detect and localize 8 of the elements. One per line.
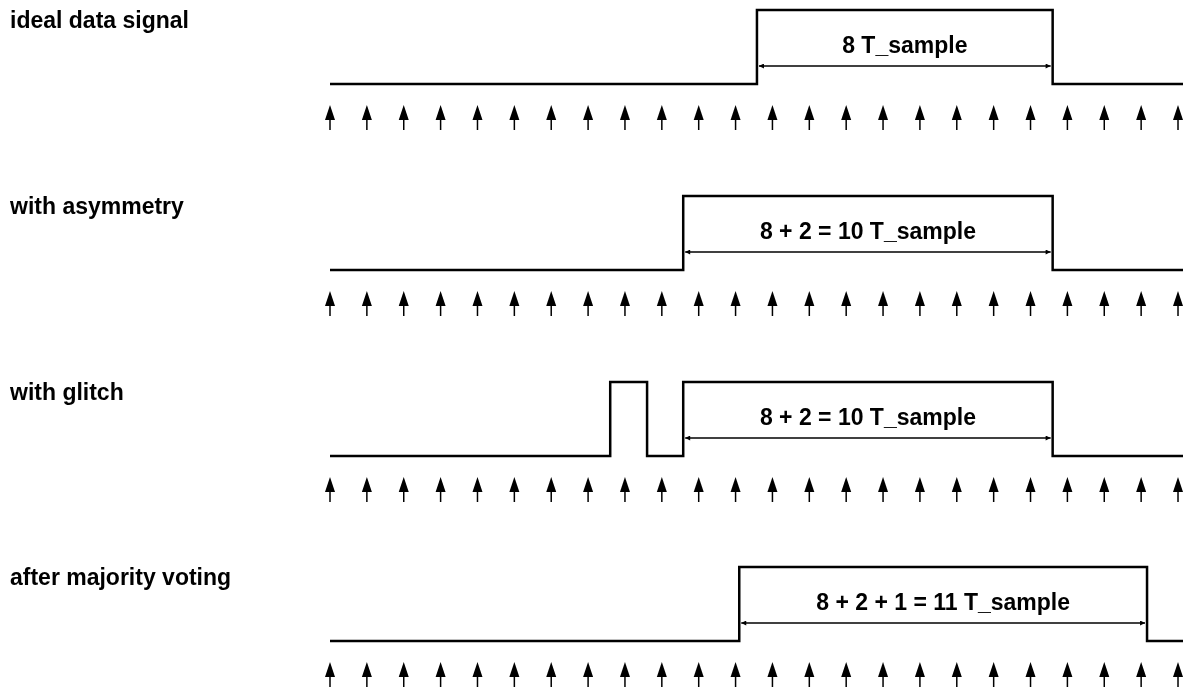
signal-name: with asymmetry — [10, 192, 184, 220]
dimension-label: 8 + 2 + 1 = 11 T_sample — [816, 588, 1071, 616]
dimension-label: 8 + 2 = 10 T_sample — [759, 217, 976, 245]
dimension-label: 8 + 2 = 10 T_sample — [759, 403, 976, 431]
dimension-label: 8 T_sample — [842, 31, 968, 59]
signal-name: after majority voting — [10, 563, 232, 591]
signal-name: with glitch — [10, 378, 124, 406]
signal-name: ideal data signal — [10, 6, 189, 34]
